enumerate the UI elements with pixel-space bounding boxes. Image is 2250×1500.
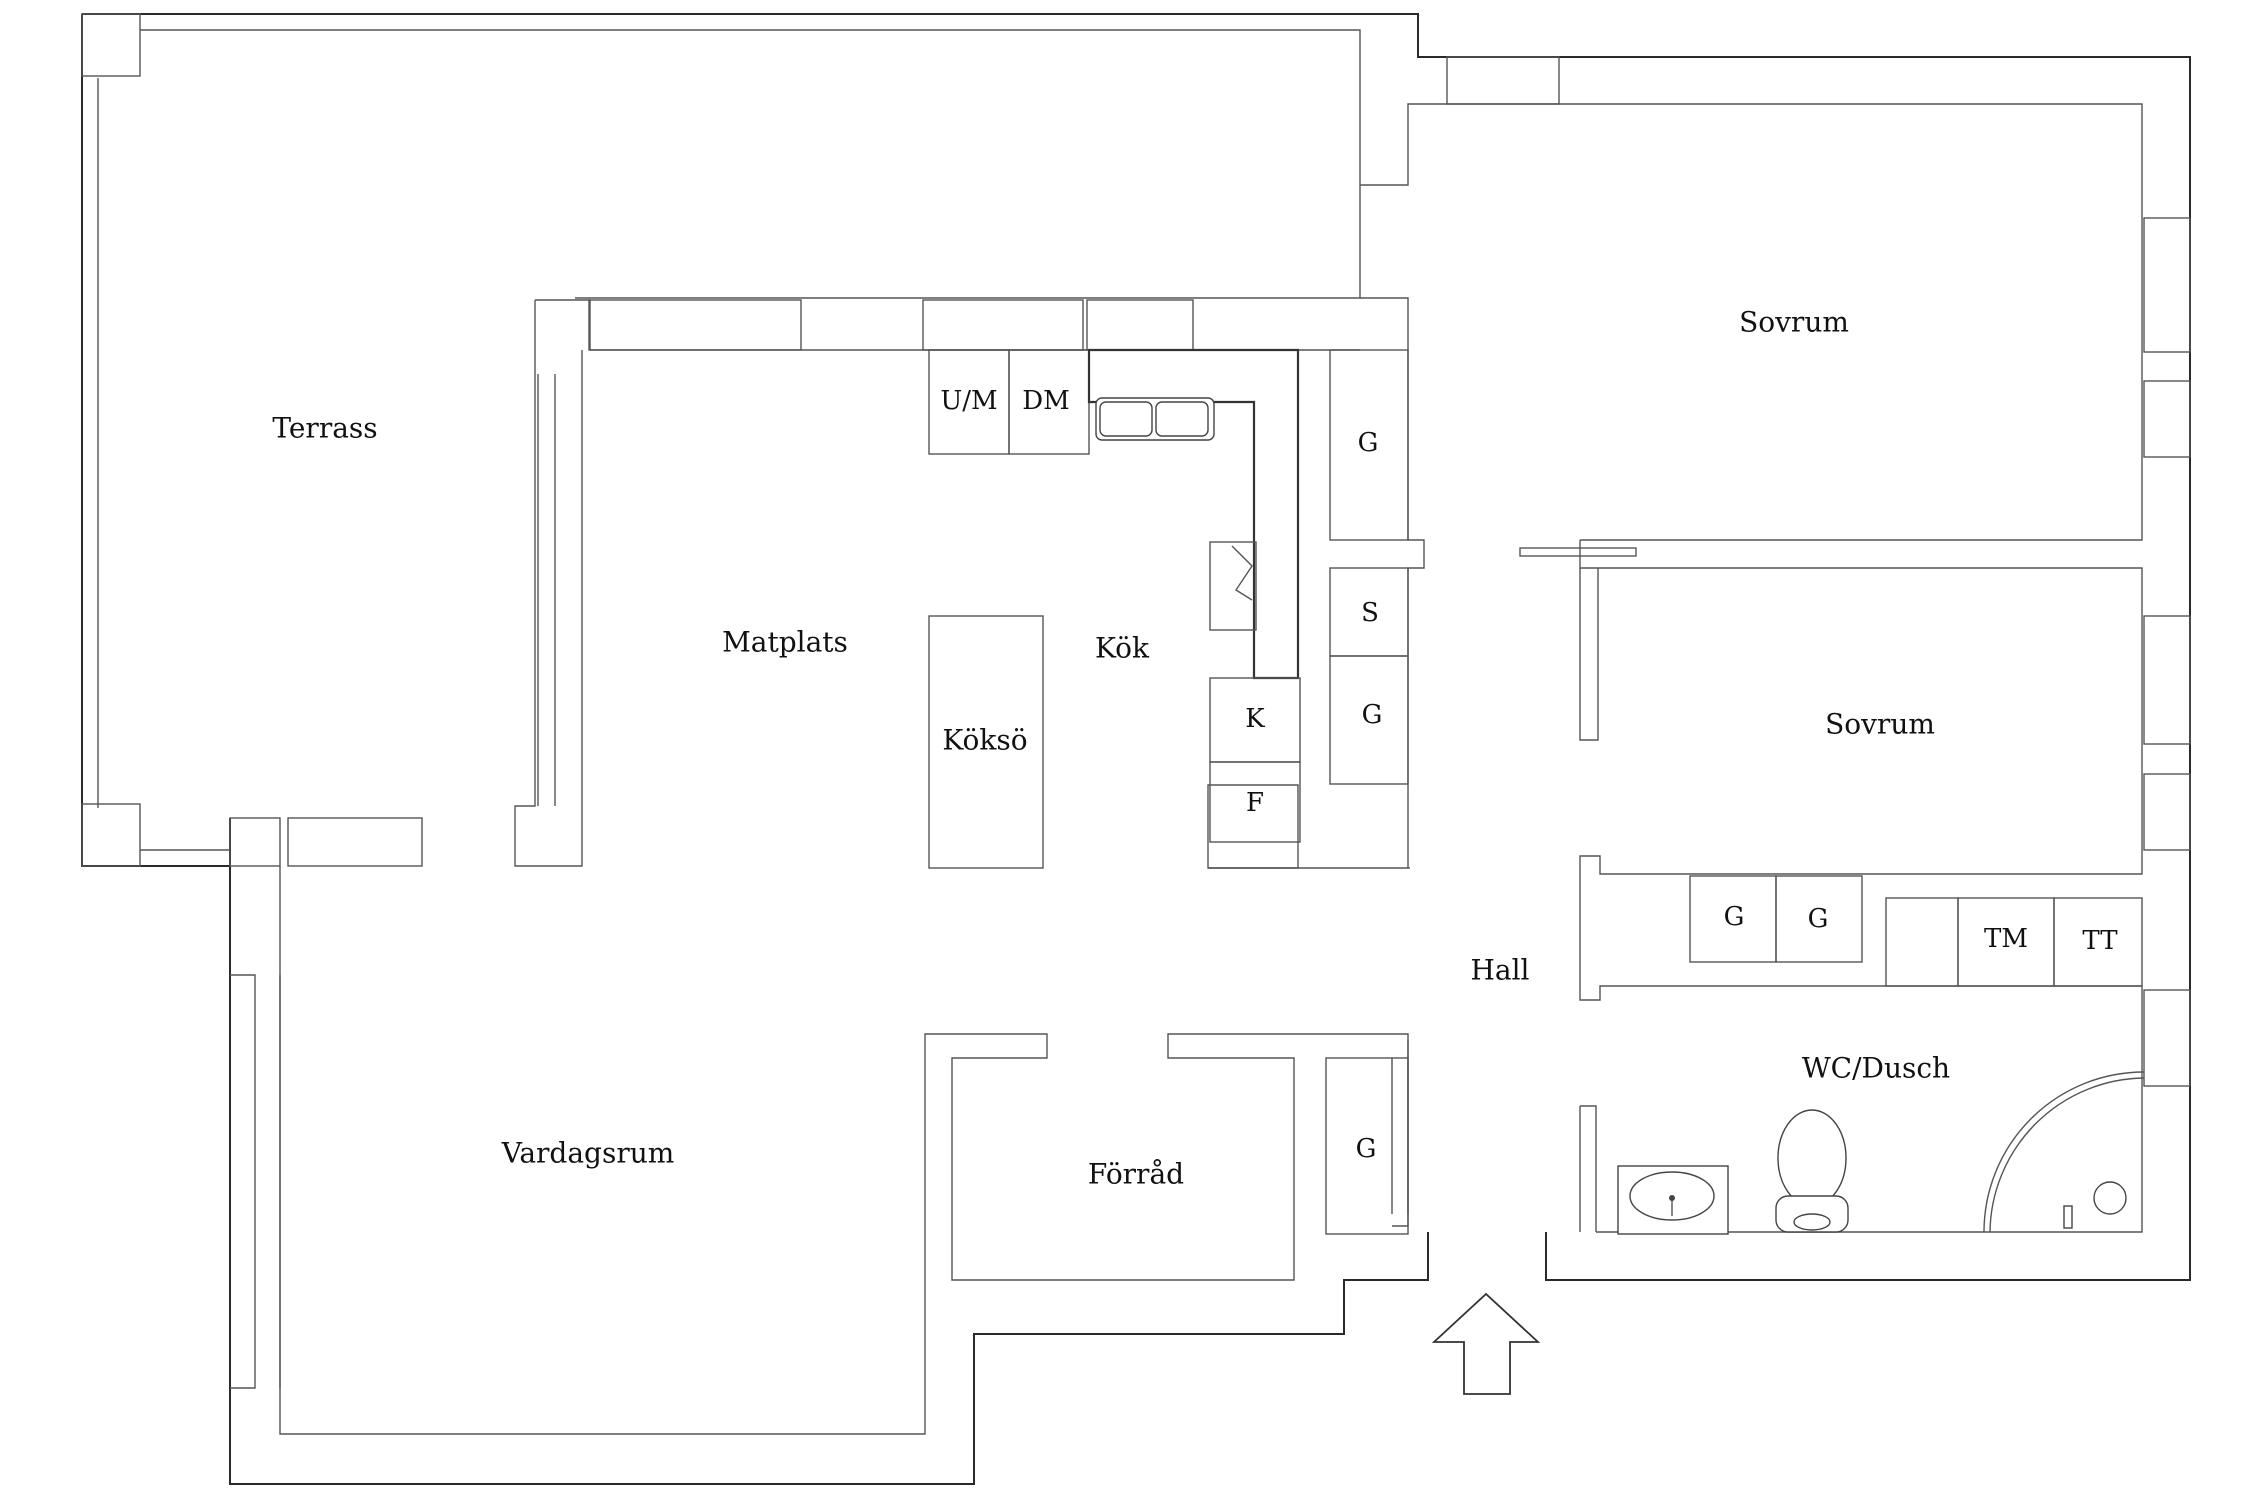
fixture-label-k: K [1245, 704, 1265, 734]
washbasin-icon [1617, 1165, 1729, 1235]
fixture-label-dm: DM [1022, 386, 1069, 416]
outer-walls [81, 13, 2191, 1485]
fixture-label-s: S [1361, 598, 1379, 628]
interior-walls [1207, 540, 2191, 1233]
room-label-bedroom-2: Sovrum [1825, 708, 1935, 741]
room-label-bedroom-1: Sovrum [1739, 306, 1849, 339]
fixture-label-g-hall-2: G [1808, 904, 1829, 934]
kitchen-fixtures [928, 348, 1409, 869]
room-label-dining: Matplats [722, 626, 848, 659]
room-label-bath: WC/Dusch [1802, 1052, 1950, 1085]
room-label-island: Köksö [942, 724, 1027, 757]
fixture-label-tt: TT [2082, 926, 2118, 956]
entrance-arrow-icon [1431, 1292, 1541, 1395]
toilet-icon [1775, 1109, 1849, 1233]
hall-fixtures [1325, 875, 2143, 1235]
bathroom-fixtures [1617, 1071, 2145, 1235]
room-label-hall: Hall [1470, 954, 1529, 987]
fixture-label-g-top: G [1358, 428, 1379, 458]
fixture-label-f: F [1246, 788, 1264, 818]
room-label-living: Vardagsrum [501, 1137, 675, 1170]
fixture-labels: U/M DM G S G K F G G TM TT G [940, 386, 2118, 1164]
stove-icon [1209, 541, 1257, 631]
room-label-kitchen: Kök [1095, 632, 1150, 665]
kitchen-sink-icon [1095, 397, 1215, 441]
fixture-label-tm: TM [1984, 924, 2028, 954]
fixture-label-g-lower: G [1362, 700, 1383, 730]
shower-icon [1983, 1071, 2145, 1233]
room-labels: Terrass Matplats Kök Köksö Sovrum Sovrum… [272, 306, 1950, 1191]
fixture-label-um: U/M [940, 386, 997, 416]
fixture-label-g-hall-1: G [1724, 902, 1745, 932]
room-label-storage: Förråd [1088, 1158, 1184, 1191]
room-label-terrace: Terrass [272, 412, 377, 445]
fixture-label-g-storage: G [1356, 1134, 1377, 1164]
